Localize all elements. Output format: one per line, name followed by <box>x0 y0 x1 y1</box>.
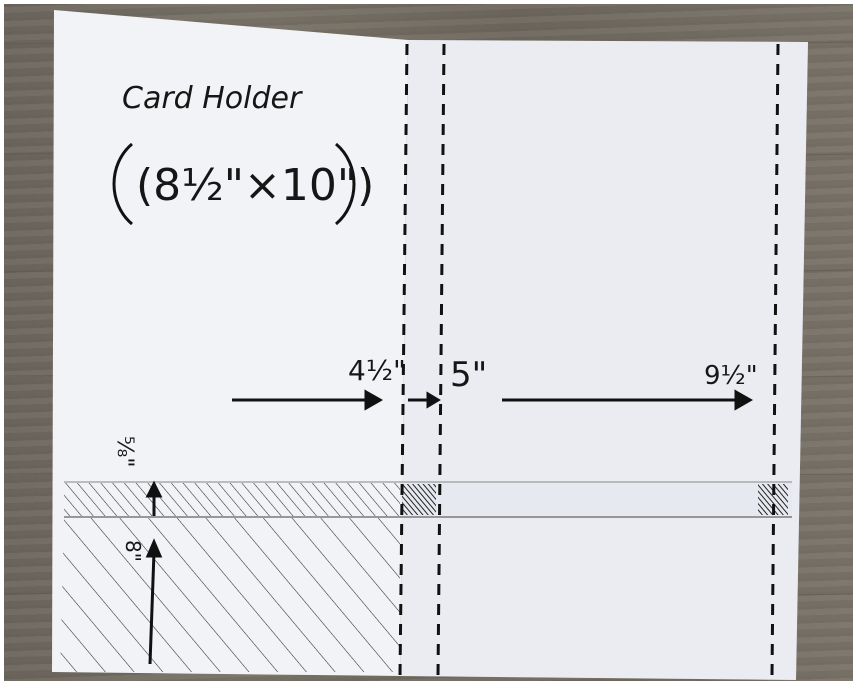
measurement-pocket-top: ⅝" <box>112 436 137 467</box>
pocket-flap-hatch <box>64 483 400 516</box>
size-note: (8½"×10") <box>136 160 374 211</box>
paper-sheet: Card Holder (8½"×10") 4½" 5" 9½" ⅝" 8" <box>52 10 808 680</box>
measurement-5: 5" <box>450 355 487 395</box>
card-holder-template-photo: Card Holder (8½"×10") 4½" 5" 9½" ⅝" 8" <box>4 4 853 681</box>
title-card-holder: Card Holder <box>122 81 303 116</box>
dashed-fold-line-1 <box>398 43 409 677</box>
pocket-body-hatch <box>60 518 400 672</box>
dashed-fold-line-3 <box>770 43 780 677</box>
paper-right-panel <box>400 40 808 680</box>
fold-band-shade <box>400 483 792 516</box>
measurement-9-half: 9½" <box>704 361 758 391</box>
measurement-4-half: 4½" <box>348 354 406 387</box>
measurement-pocket-bottom: 8" <box>121 540 145 562</box>
dashed-fold-line-2 <box>436 43 446 677</box>
corner-block-1 <box>402 484 436 515</box>
